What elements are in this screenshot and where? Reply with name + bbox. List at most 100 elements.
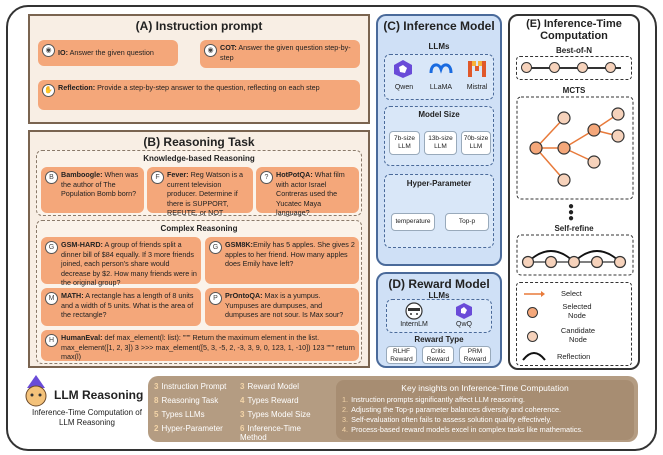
humaneval-icon: H [45, 334, 58, 347]
hyper-temperature: temperature [391, 213, 435, 231]
gsm8k-label: GSM8K: [225, 240, 253, 249]
panel-c-title: (C) Inference Model [383, 19, 495, 33]
panel-b-title: (B) Reasoning Task [143, 135, 255, 149]
self-refine-title: Self-refine [554, 224, 594, 233]
bamboogle-icon: B [45, 171, 58, 184]
bamboogle-card: B Bamboogle: When was the author of The … [41, 167, 144, 213]
bon-node-1 [521, 62, 532, 73]
reward-llms-title: LLMs [428, 291, 450, 300]
reward-model-panel: (D) Reward Model LLMs InternLM QwQ Rewar… [376, 272, 502, 368]
model-mistral: Mistral [466, 84, 488, 91]
hyper-parameter-title: Hyper-Parameter [406, 179, 472, 188]
internlm-logo-icon [405, 302, 423, 320]
gsmhard-text: A group of friends split a dinner bill o… [61, 240, 197, 287]
gsm8k-text: Emily has 5 apples. She gives 2 apples t… [225, 240, 355, 268]
prontoqa-text: Max is a yumpus. Yumpuses are dumpuses, … [225, 291, 344, 319]
model-qwen: Qwen [394, 84, 414, 91]
gsm8k-card: G GSM8K:Emily has 5 apples. She gives 2 … [205, 237, 359, 284]
insight-4: 4.Process-based reward models excel in c… [342, 425, 584, 434]
selected-node-icon [527, 307, 538, 318]
size-13b: 13b-size LLM [424, 131, 457, 155]
size-7b: 7b-size LLM [389, 131, 420, 155]
prontoqa-card: P PrOntoQA: Max is a yumpus. Yumpuses ar… [205, 288, 359, 326]
panel-a-title: (A) Instruction prompt [135, 19, 263, 33]
llms-title: LLMs [428, 42, 450, 51]
mcts-tree [516, 96, 634, 200]
reward-llm-box: InternLM QwQ [386, 299, 492, 333]
gsmhard-card: G GSM-HARD: A group of friends split a d… [41, 237, 201, 287]
reflection-card: ✋ Reflection: Provide a step-by-step ans… [38, 80, 360, 110]
gsmhard-icon: G [45, 241, 58, 254]
cot-text: Answer the given question step-by-step [220, 43, 351, 62]
bon-node-3 [577, 62, 588, 73]
complex-box: Complex Reasoning G GSM-HARD: A group of… [36, 220, 362, 364]
self-refine-diagram [516, 234, 634, 276]
model-llama: LLaMA [429, 84, 453, 91]
qwq-logo-icon [456, 303, 472, 319]
math-label: MATH: [61, 291, 84, 300]
prontoqa-icon: P [209, 292, 222, 305]
legend-select-label: Select [561, 289, 582, 298]
mcts-title: MCTS [562, 86, 586, 95]
panel-d-title: (D) Reward Model [388, 277, 490, 291]
io-label: IO: [58, 48, 68, 57]
model-size-title: Model Size [418, 110, 460, 119]
panel-e-title: (E) Inference-Time Computation [526, 18, 622, 42]
hotpotqa-card: ? HotPotQA: What film with actor Israel … [256, 167, 359, 217]
fever-icon: F [151, 171, 164, 184]
llama-logo-icon [429, 63, 453, 74]
candidate-node-icon [527, 331, 538, 342]
fever-label: Fever: [167, 170, 189, 179]
hotpotqa-text: What film with actor Israel Contreras us… [276, 170, 345, 217]
hyper-parameter-box: Hyper-Parameter temperature Top-p [384, 174, 494, 248]
fever-card: F Fever: Reg Watson is a current televis… [147, 167, 253, 227]
knowledge-title: Knowledge-based Reasoning [143, 154, 255, 163]
ellipsis-icon: ●●● [568, 201, 575, 224]
humaneval-text: def max_element(l: list): """ Return the… [61, 333, 355, 361]
inference-model-panel: (C) Inference Model LLMs Qwen LLaMA Mist… [376, 14, 502, 266]
prontoqa-label: PrOntoQA: [225, 291, 263, 300]
brand-subtitle: Inference-Time Computation of LLM Reason… [32, 408, 142, 427]
hyper-top-p: Top-p [445, 213, 489, 231]
legend-box: Select Selected Node Candidate Node Refl… [516, 282, 632, 366]
reflection-arc-icon [522, 352, 546, 361]
math-text: A rectangle has a length of 8 units and … [61, 291, 194, 319]
knowledge-box: Knowledge-based Reasoning B Bamboogle: W… [36, 150, 362, 227]
select-arrow-icon [524, 291, 545, 297]
legend-selected-label: Selected Node [562, 302, 592, 320]
bon-node-4 [605, 62, 616, 73]
insight-3: 3.Self-evaluation often fails to assess … [342, 415, 552, 424]
reflection-label: Reflection: [58, 83, 96, 92]
best-of-n-line [525, 67, 621, 69]
mistral-logo-icon [468, 61, 486, 77]
gsm8k-icon: G [209, 241, 222, 254]
reasoning-task-panel: (B) Reasoning Task Knowledge-based Reaso… [28, 130, 370, 368]
reward-type-title: Reward Type [414, 335, 464, 344]
complex-title: Complex Reasoning [160, 224, 238, 233]
llm-models-box: Qwen LLaMA Mistral [384, 54, 494, 100]
io-icon: ◉ [42, 44, 55, 57]
insights-box: Key insights on Inference-Time Computati… [336, 380, 634, 440]
inference-time-panel: (E) Inference-Time Computation Best-of-N… [508, 14, 640, 370]
cot-card: ◉ COT: Answer the given question step-by… [200, 40, 360, 68]
humaneval-label: HumanEval: [61, 333, 103, 342]
cot-label: COT: [220, 43, 237, 52]
best-of-n-box [516, 56, 632, 80]
humaneval-card: H HumanEval: def max_element(l: list): "… [41, 330, 359, 361]
cot-icon: ◉ [204, 44, 217, 57]
reward-model-qwq: QwQ [456, 321, 472, 328]
size-70b: 70b-size LLM [461, 131, 491, 155]
math-icon: M [45, 292, 58, 305]
legend-reflection-label: Reflection [557, 352, 591, 361]
insight-1: 1.Instruction prompts significantly affe… [342, 395, 525, 404]
hotpotqa-icon: ? [260, 171, 273, 184]
insight-2: 2.Adjusting the Top-p parameter balances… [342, 405, 562, 414]
